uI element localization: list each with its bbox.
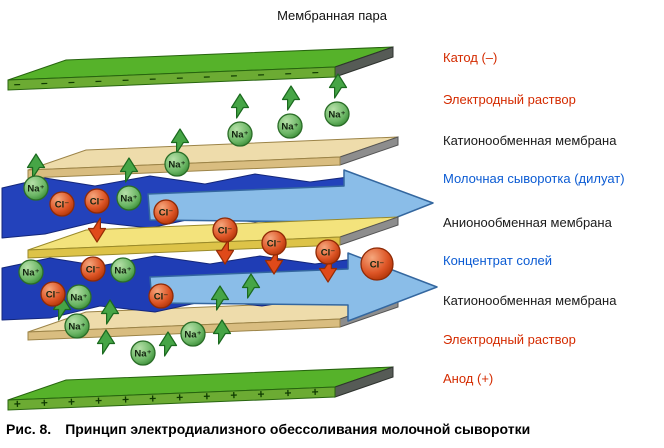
legend-item-electrode-solution-top: Электродный раствор [443,92,576,107]
legend-item-cathode: Катод (–) [443,50,498,65]
svg-text:Cl⁻: Cl⁻ [218,226,233,237]
svg-text:Na⁺: Na⁺ [184,330,201,341]
sodium-ion: Na⁺ [227,121,253,147]
cation-membrane-upper [27,136,399,179]
sodium-ion: Na⁺ [277,113,303,139]
sodium-migration-arrow [241,273,261,299]
sodium-migration-arrow [230,93,250,119]
ion-layer: Na⁺ Na⁺ Na⁺ Na⁺ Na⁺ Cl⁻ Cl⁻ Na⁺ Cl⁻ Cl⁻ Cl⁻ Cl⁻ Na⁺ C… [18,73,394,366]
chloride-ion: Cl⁻ [153,199,179,225]
legend-item-cation-membrane-lower: Катионообменная мембрана [443,293,617,308]
legend-item-cation-membrane-upper: Катионообменная мембрана [443,133,617,148]
sodium-ion: Na⁺ [164,151,190,177]
chloride-migration-arrow [87,217,107,243]
sodium-migration-arrow [210,285,230,311]
electrodialysis-diagram: – – – – – – – – – – – – [1,46,438,411]
sodium-ion: Na⁺ [18,259,44,285]
svg-text:Na⁺: Na⁺ [231,130,248,141]
chloride-ion: Cl⁻ [84,188,110,214]
legend-item-concentrate: Концентрат солей [443,253,553,268]
chloride-ion: Cl⁻ [40,281,66,307]
sodium-ion: Na⁺ [130,340,156,366]
sodium-ion: Na⁺ [64,313,90,339]
sodium-ion: Na⁺ [23,175,49,201]
svg-text:Na⁺: Na⁺ [70,293,87,304]
svg-text:Cl⁻: Cl⁻ [46,290,61,301]
svg-text:Na⁺: Na⁺ [120,194,137,205]
svg-text:Cl⁻: Cl⁻ [370,260,385,271]
sodium-ion: Na⁺ [66,284,92,310]
sodium-migration-arrow [328,73,348,99]
legend: Катод (–) Электродный раствор Катионообм… [443,0,663,410]
anode-slab: + + + + + + + + + + + + [7,366,394,411]
sodium-ion: Na⁺ [324,101,350,127]
sodium-migration-arrow [158,331,178,357]
chloride-ion: Cl⁻ [148,283,174,309]
svg-text:Cl⁻: Cl⁻ [86,265,101,276]
caption-text: Принцип электродиализного обессоливания … [65,421,531,437]
chloride-ion: Cl⁻ [360,247,394,281]
svg-text:Na⁺: Na⁺ [281,122,298,133]
svg-text:Na⁺: Na⁺ [168,160,185,171]
sodium-migration-arrow [281,85,301,111]
sodium-migration-arrow [100,299,120,325]
sodium-ion: Na⁺ [110,257,136,283]
svg-text:Cl⁻: Cl⁻ [267,239,282,250]
sodium-migration-arrow [212,319,232,345]
svg-text:Cl⁻: Cl⁻ [154,292,169,303]
chloride-ion: Cl⁻ [261,230,287,256]
chloride-ion: Cl⁻ [80,256,106,282]
legend-item-diluate: Молочная сыворотка (дилуат) [443,171,625,186]
chloride-migration-arrow [264,249,284,275]
chloride-ion: Cl⁻ [212,217,238,243]
sodium-migration-arrow [119,157,139,183]
legend-item-anion-membrane: Анионообменная мембрана [443,215,612,230]
chloride-migration-arrow [318,257,338,283]
sodium-migration-arrow [26,153,46,179]
chloride-ion: Cl⁻ [49,191,75,217]
figure-number: Рис. 8. [6,421,52,437]
cathode-slab: – – – – – – – – – – – – [7,46,394,91]
cathode-front-face [7,66,336,91]
svg-text:Cl⁻: Cl⁻ [55,200,70,211]
svg-text:Cl⁻: Cl⁻ [159,208,174,219]
svg-text:Cl⁻: Cl⁻ [321,248,336,259]
svg-text:Na⁺: Na⁺ [114,266,131,277]
svg-text:Na⁺: Na⁺ [27,184,44,195]
chloride-migration-arrow [215,239,235,265]
anode-front-face [7,386,336,411]
chloride-ion: Cl⁻ [315,239,341,265]
legend-item-electrode-solution-bottom: Электродный раствор [443,332,576,347]
figure-caption: Рис. 8. Принцип электродиализного обессол… [6,421,662,437]
sodium-migration-arrow [96,329,116,355]
svg-text:Na⁺: Na⁺ [328,110,345,121]
legend-item-anode: Анод (+) [443,371,494,386]
sodium-migration-arrow [170,128,190,154]
sodium-ion: Na⁺ [116,185,142,211]
svg-text:Cl⁻: Cl⁻ [90,197,105,208]
svg-text:Na⁺: Na⁺ [22,268,39,279]
svg-text:Na⁺: Na⁺ [134,349,151,360]
sodium-ion: Na⁺ [180,321,206,347]
diagram-title: Мембранная пара [277,8,387,23]
svg-text:Na⁺: Na⁺ [68,322,85,333]
